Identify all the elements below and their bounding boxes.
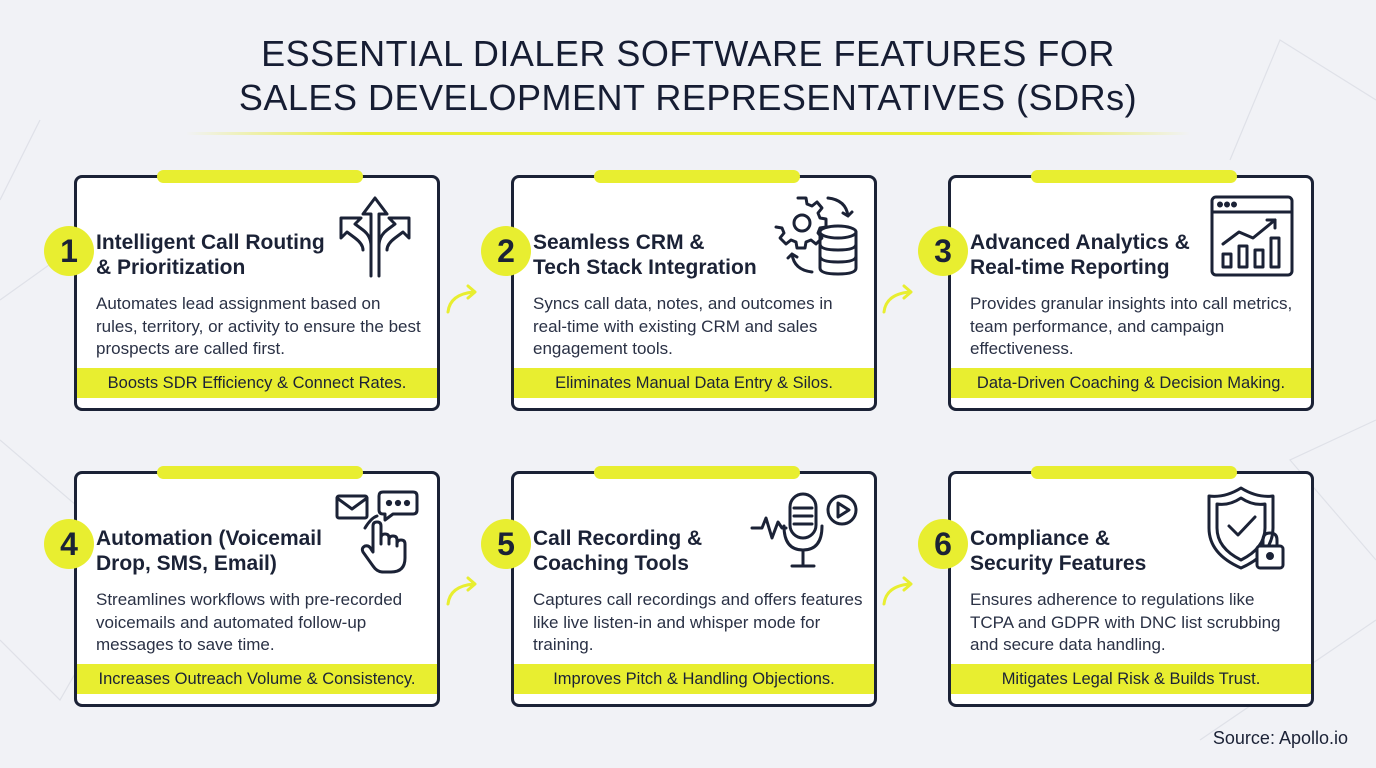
feature-description: Automates lead assignment based on rules…: [96, 294, 421, 358]
card-tab: [594, 466, 800, 479]
routing-arrows-icon: [339, 196, 411, 278]
card-tab: [157, 170, 363, 183]
analytics-dashboard-icon: [1210, 195, 1294, 277]
shield-lock-icon: [1207, 486, 1285, 570]
feature-description: Syncs call data, notes, and outcomes in …: [533, 294, 833, 358]
feature-card-3: Advanced Analytics & Real-time Reporting…: [948, 170, 1314, 411]
step-number-3: 3: [918, 226, 968, 276]
microphone-play-icon: [750, 492, 858, 568]
feature-heading-line-2: Real-time Reporting: [970, 256, 1170, 279]
feature-card-1: Intelligent Call Routing & Prioritizatio…: [74, 170, 440, 411]
feature-heading-line-2: Tech Stack Integration: [533, 256, 757, 279]
card-tab: [157, 466, 363, 479]
feature-heading-line-1: Seamless CRM &: [533, 231, 705, 254]
feature-description: Captures call recordings and offers feat…: [533, 590, 863, 654]
connector-arrow-1-2: [446, 284, 477, 314]
step-number-4: 4: [44, 519, 94, 569]
feature-heading-line-2: Coaching Tools: [533, 552, 689, 575]
feature-heading-line-2: Drop, SMS, Email): [96, 552, 277, 575]
feature-heading-line-2: & Prioritization: [96, 256, 246, 279]
feature-card-6: Compliance & Security Features Ensures a…: [948, 466, 1314, 707]
step-number-6: 6: [918, 519, 968, 569]
feature-benefit: Increases Outreach Volume & Consistency.: [77, 664, 437, 694]
feature-heading-line-2: Security Features: [970, 552, 1147, 575]
step-number-2: 2: [481, 226, 531, 276]
connector-arrow-2-3: [882, 284, 913, 314]
page-title: ESSENTIAL DIALER SOFTWARE FEATURES FOR S…: [0, 32, 1376, 120]
feature-benefit: Mitigates Legal Risk & Builds Trust.: [951, 664, 1311, 694]
feature-benefit: Boosts SDR Efficiency & Connect Rates.: [77, 368, 437, 398]
step-number-1: 1: [44, 226, 94, 276]
card-tab: [1031, 170, 1237, 183]
title-underline: [186, 132, 1190, 135]
feature-heading: Intelligent Call Routing & Prioritizatio…: [96, 230, 326, 280]
feature-heading-line-1: Automation (Voicemail: [96, 527, 322, 550]
title-line-1: ESSENTIAL DIALER SOFTWARE FEATURES FOR: [261, 33, 1115, 74]
step-number-5: 5: [481, 519, 531, 569]
feature-heading-line-1: Compliance &: [970, 527, 1111, 550]
feature-description: Ensures adherence to regulations like TC…: [970, 590, 1281, 654]
card-tab: [594, 170, 800, 183]
feature-heading-line-1: Call Recording &: [533, 527, 703, 550]
feature-heading: Automation (Voicemail Drop, SMS, Email): [96, 526, 326, 576]
feature-description: Provides granular insights into call met…: [970, 294, 1293, 358]
feature-heading: Advanced Analytics & Real-time Reporting: [970, 230, 1200, 280]
feature-card-2: Seamless CRM & Tech Stack Integration Sy…: [511, 170, 877, 411]
card-tab: [1031, 466, 1237, 479]
feature-benefit: Eliminates Manual Data Entry & Silos.: [514, 368, 874, 398]
connector-arrow-4-5: [446, 576, 477, 606]
source-credit: Source: Apollo.io: [1212, 728, 1348, 748]
feature-card-4: Automation (Voicemail Drop, SMS, Email) …: [74, 466, 440, 707]
feature-description: Streamlines workflows with pre-recorded …: [96, 590, 403, 654]
title-line-2: SALES DEVELOPMENT REPRESENTATIVES (SDRs): [238, 77, 1138, 118]
feature-benefit: Data-Driven Coaching & Decision Making.: [951, 368, 1311, 398]
message-tap-icon: [335, 490, 419, 574]
feature-heading: Compliance & Security Features: [970, 526, 1200, 576]
feature-heading: Call Recording & Coaching Tools: [533, 526, 763, 576]
feature-heading-line-1: Intelligent Call Routing: [96, 231, 325, 254]
feature-card-5: Call Recording & Coaching Tools Captures…: [511, 466, 877, 707]
gear-database-sync-icon: [774, 196, 858, 276]
feature-heading-line-1: Advanced Analytics &: [970, 231, 1190, 254]
feature-benefit: Improves Pitch & Handling Objections.: [514, 664, 874, 694]
feature-heading: Seamless CRM & Tech Stack Integration: [533, 230, 763, 280]
connector-arrow-5-6: [882, 576, 913, 606]
